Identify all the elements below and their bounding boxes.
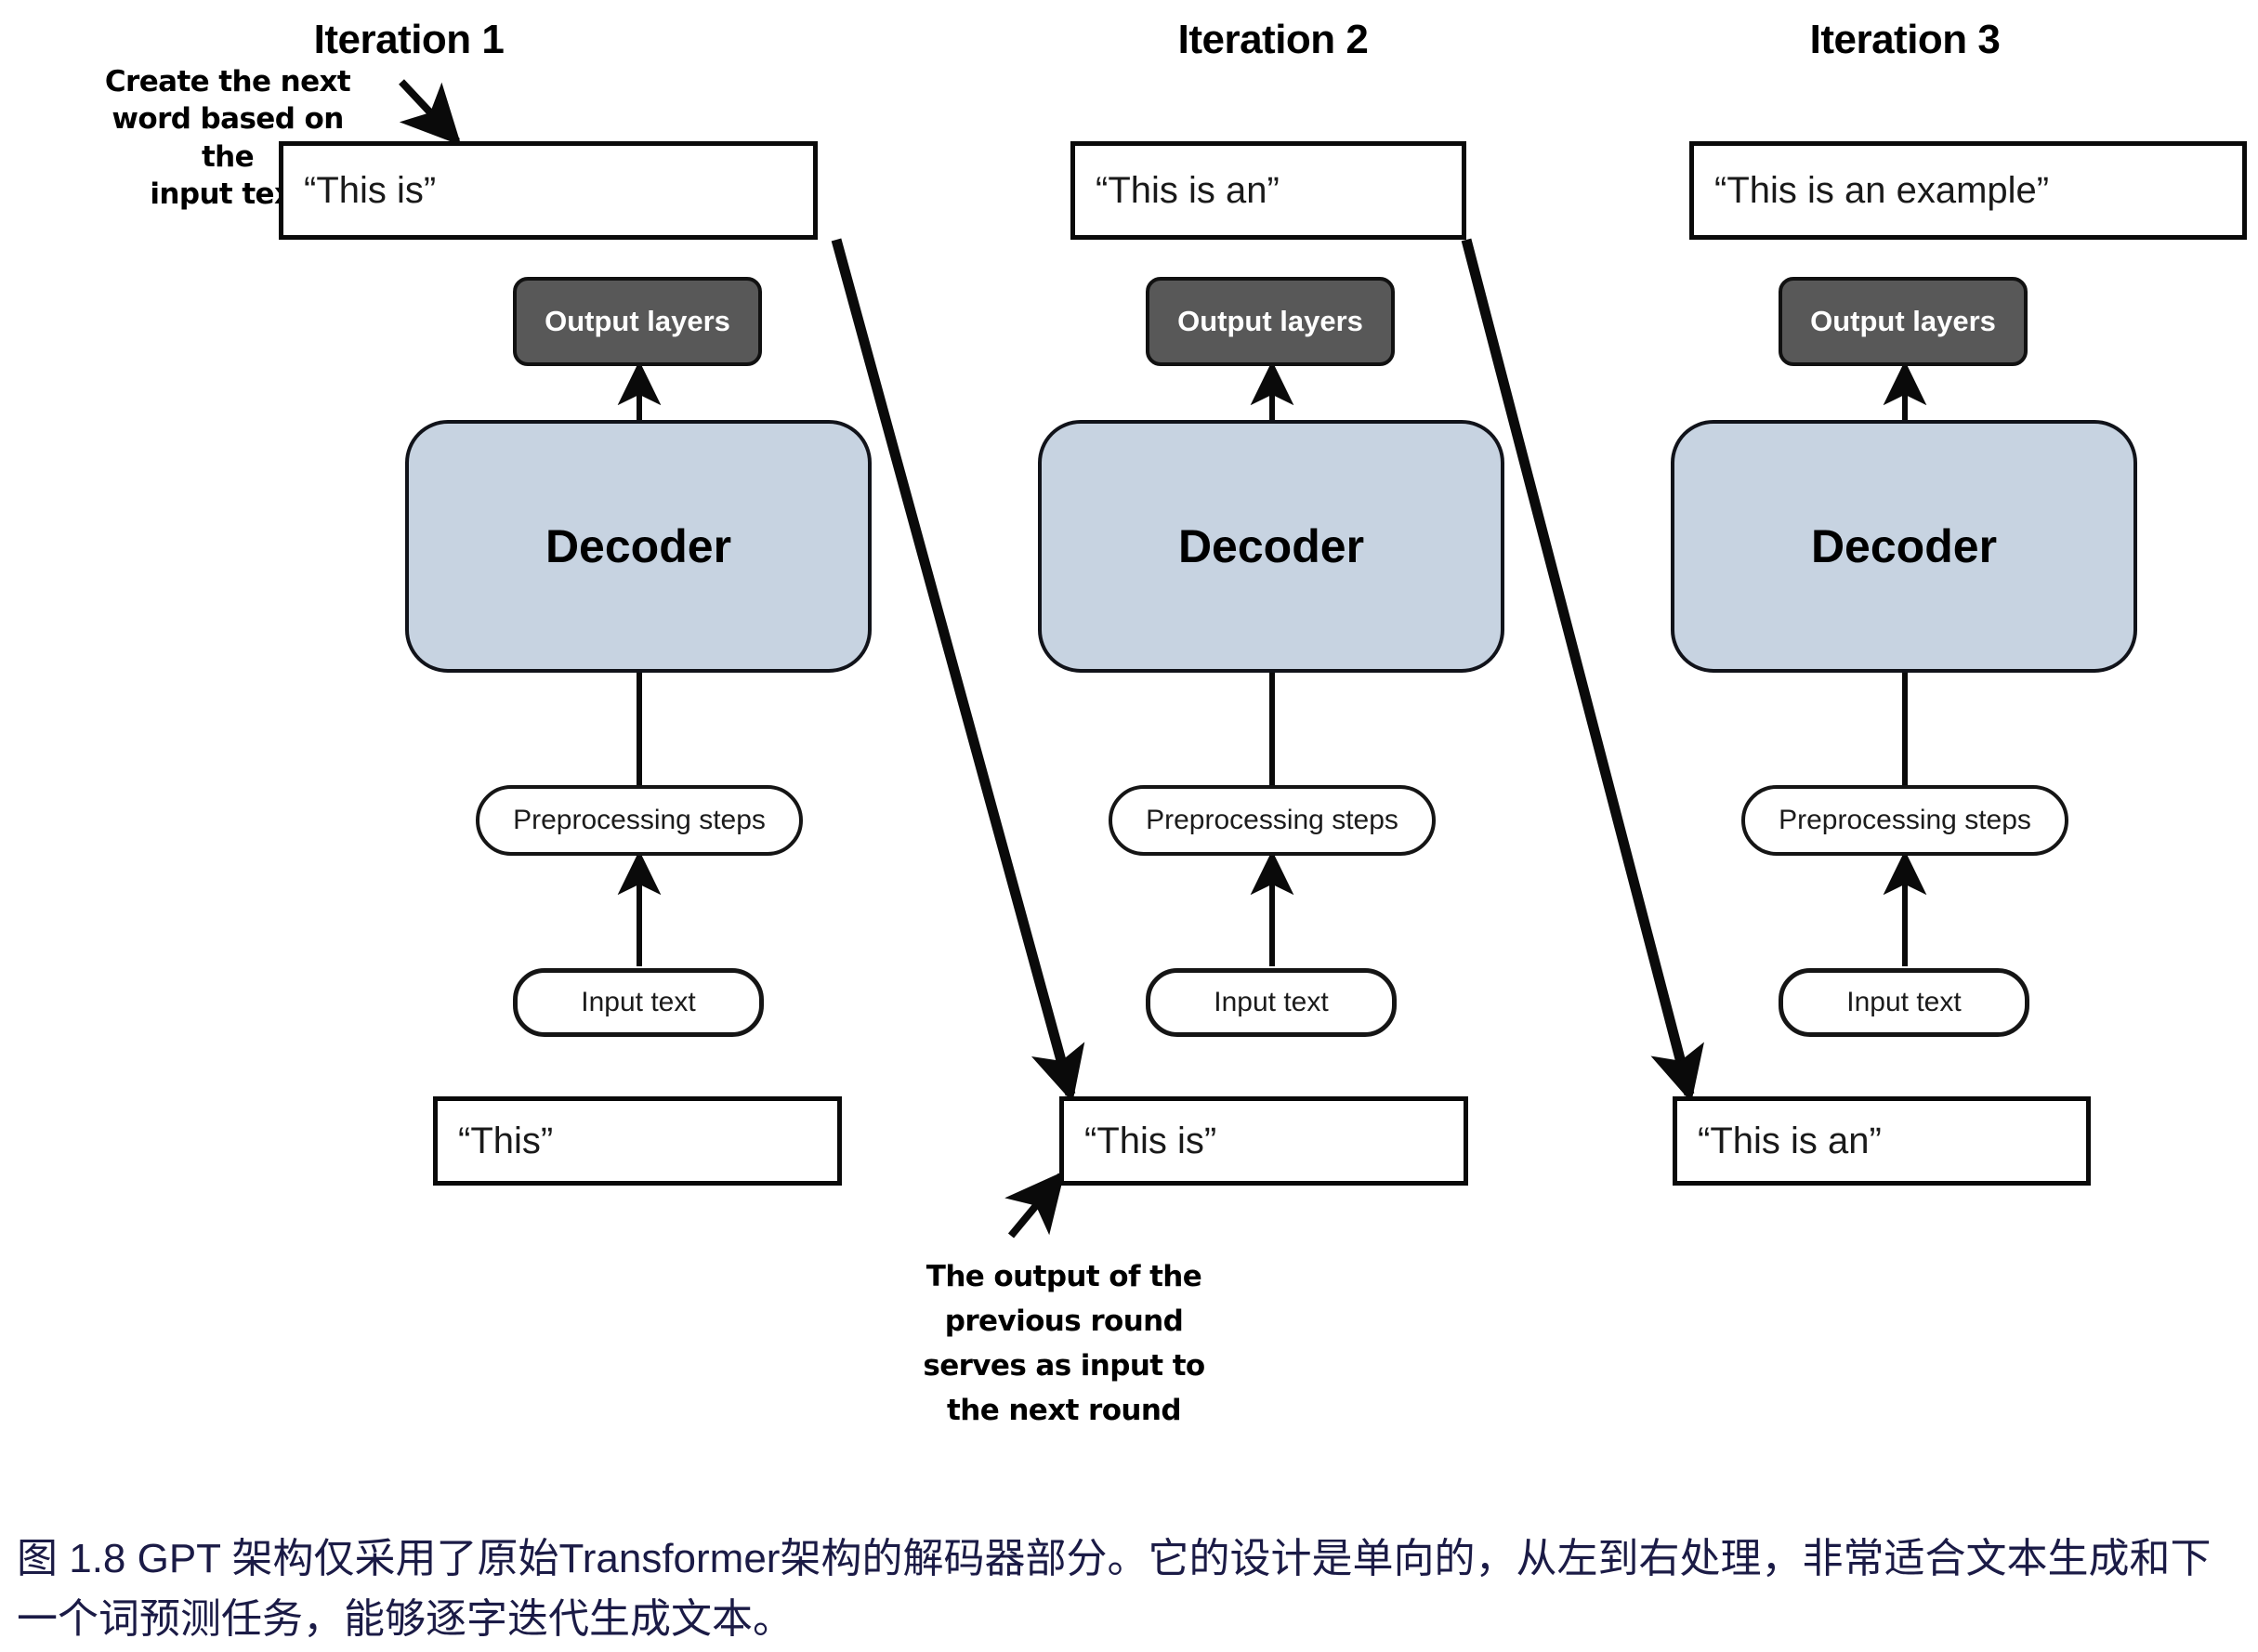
preprocessing-box-3: Preprocessing steps xyxy=(1741,785,2068,856)
output-textbox-2-text: “This is an” xyxy=(1096,169,1280,211)
preprocessing-box-1: Preprocessing steps xyxy=(476,785,803,856)
decoder-label-3: Decoder xyxy=(1810,520,1998,572)
iteration-title-3: Iteration 3 xyxy=(1809,17,2001,62)
decoder-box-1: Decoder xyxy=(405,420,872,673)
input-textbox-3-text: “This is an” xyxy=(1698,1120,1882,1161)
input-text-box-2: Input text xyxy=(1146,968,1397,1037)
input-textbox-2: “This is” xyxy=(1059,1096,1468,1186)
preprocessing-box-2: Preprocessing steps xyxy=(1109,785,1436,856)
output-layers-box-2: Output layers xyxy=(1146,277,1395,366)
preprocessing-label-3: Preprocessing steps xyxy=(1779,805,2031,835)
output-layers-label-1: Output layers xyxy=(545,305,730,337)
decoder-label-2: Decoder xyxy=(1177,520,1365,572)
preprocessing-label-1: Preprocessing steps xyxy=(513,805,766,835)
output-textbox-1: “This is” xyxy=(279,141,818,240)
output-layers-label-3: Output layers xyxy=(1810,305,1996,337)
carryover-arrow-2-to-3 xyxy=(1461,238,1704,1103)
annotation-pointer-bottom xyxy=(1004,1171,1066,1239)
input-text-box-1: Input text xyxy=(513,968,764,1037)
output-layers-box-1: Output layers xyxy=(513,277,762,366)
input-textbox-1-text: “This” xyxy=(458,1120,554,1161)
output-textbox-1-text: “This is” xyxy=(304,169,437,211)
output-layers-box-3: Output layers xyxy=(1779,277,2028,366)
input-textbox-2-text: “This is” xyxy=(1084,1120,1217,1161)
input-textbox-1: “This” xyxy=(433,1096,842,1186)
decoder-box-2: Decoder xyxy=(1038,420,1504,673)
annotation-pointer-top xyxy=(399,79,462,146)
decoder-box-3: Decoder xyxy=(1671,420,2137,673)
carryover-arrow-1-to-2 xyxy=(831,238,1085,1103)
output-textbox-3: “This is an example” xyxy=(1689,141,2247,240)
iteration-title-2: Iteration 2 xyxy=(1177,17,1369,62)
input-textbox-3: “This is an” xyxy=(1673,1096,2091,1186)
output-layers-label-2: Output layers xyxy=(1177,305,1363,337)
annotation-output-feeds-next: The output of the previous round serves … xyxy=(923,1260,1205,1428)
output-textbox-3-text: “This is an example” xyxy=(1714,169,2050,211)
input-text-box-3: Input text xyxy=(1779,968,2029,1037)
decoder-label-1: Decoder xyxy=(545,520,732,572)
output-textbox-2: “This is an” xyxy=(1070,141,1466,240)
input-text-label-2: Input text xyxy=(1214,987,1329,1017)
input-text-label-1: Input text xyxy=(581,987,696,1017)
iteration-title-1: Iteration 1 xyxy=(313,17,505,62)
input-text-label-3: Input text xyxy=(1846,987,1962,1017)
annotation-create-next-word: Create the next word based on the input … xyxy=(104,65,351,211)
figure-caption: 图 1.8 GPT 架构仅采用了原始Transformer架构的解码器部分。它的… xyxy=(17,1536,2212,1643)
preprocessing-label-2: Preprocessing steps xyxy=(1146,805,1398,835)
